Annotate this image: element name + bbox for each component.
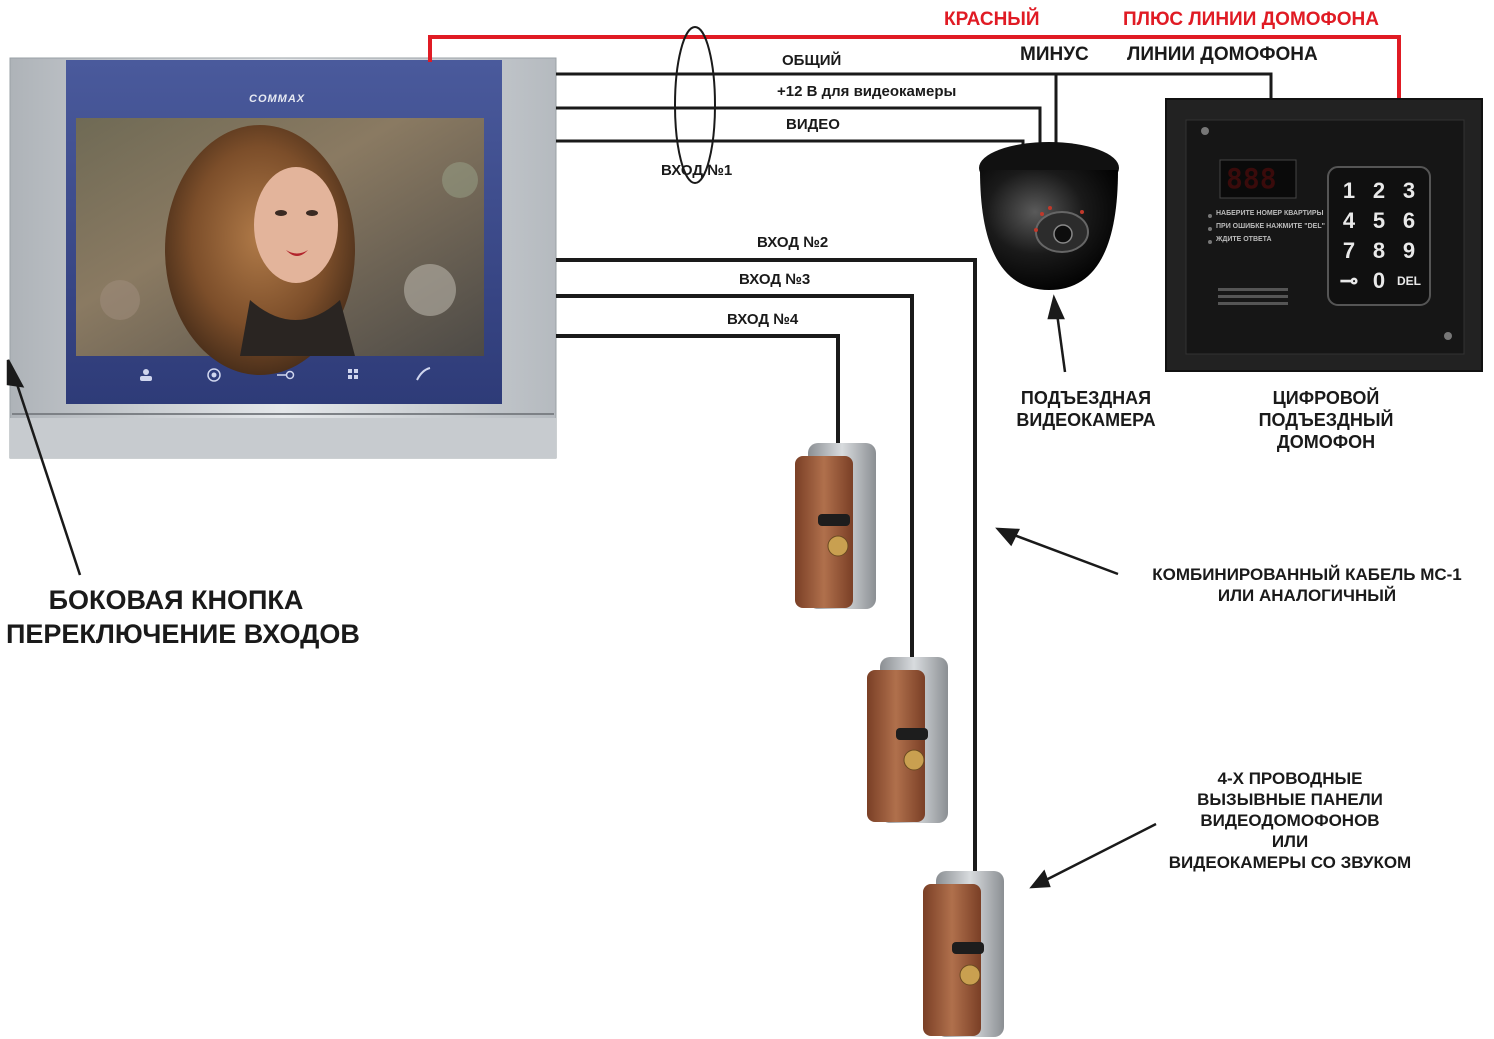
dome-camera [979,142,1119,290]
wire-common-label: ОБЩИЙ [782,52,842,69]
phone-icon[interactable] [416,367,431,381]
intercom-instruction-2: ПРИ ОШИБКЕ НАЖМИТЕ "DEL" [1216,223,1325,230]
intercom-key[interactable]: 7 [1342,238,1356,263]
wire-power-label: +12 В для видеокамеры [777,83,957,100]
panels-caption-line-3: ВИДЕОДОМОФОНОВ [1200,811,1380,830]
monitor-brand: COMMAX [249,93,306,105]
input2-label: ВХОД №2 [757,234,829,251]
minus-line-label: ЛИНИИ ДОМОФОНА [1127,44,1318,65]
red-plus-wire [428,35,1401,100]
camera-caption: ПОДЪЕЗДНАЯ ВИДЕОКАМЕРА [1000,387,1172,431]
side-button-caption-line-2: ПЕРЕКЛЮЧЕНИЕ ВХОДОВ [6,619,360,649]
camera-caption-line-2: ВИДЕОКАМЕРА [1016,410,1156,430]
circle-icon[interactable] [207,368,221,382]
wire-video-label: ВИДЕО [786,116,840,133]
red-word-label: КРАСНЫЙ [944,9,1040,30]
call-panel-1 [795,443,876,609]
intercom-display [1219,159,1297,199]
intercom-key[interactable]: 1 [1342,178,1356,203]
intercom-key[interactable]: 3 [1402,178,1416,203]
intercom-key[interactable]: 9 [1402,238,1416,263]
side-button-caption-line-1: БОКОВАЯ КНОПКА [48,585,304,615]
intercom-key[interactable]: 0 [1372,268,1386,293]
intercom-caption-line-3: ДОМОФОН [1276,432,1376,452]
panels-caption: 4-Х ПРОВОДНЫЕ ВЫЗЫВНЫЕ ПАНЕЛИ ВИДЕОДОМОФ… [1140,768,1440,873]
intercom-caption-line-1: ЦИФРОВОЙ [1272,388,1380,408]
intercom-key[interactable]: ⊸ [1339,268,1359,293]
panels-caption-line-4: ИЛИ [1271,832,1309,851]
intercom-key[interactable]: 4 [1342,208,1356,233]
intercom-key[interactable]: 2 [1372,178,1386,203]
screen-portrait [100,125,478,375]
cable-caption-line-2: ИЛИ АНАЛОГИЧНЫЙ [1217,586,1397,605]
video-monitor [9,57,557,459]
intercom-key[interactable]: DEL [1397,274,1421,288]
person-icon[interactable] [140,369,152,381]
call-panel-3 [923,871,1004,1037]
panels-caption-line-2: ВЫЗЫВНЫЕ ПАНЕЛИ [1197,790,1383,809]
digital-intercom [1165,98,1483,372]
intercom-display-text: 888 [1226,162,1277,195]
intercom-caption-line-2: ПОДЪЕЗДНЫЙ [1258,410,1394,430]
input1-bundle-marker [674,26,716,184]
call-panel-2 [867,657,948,823]
intercom-keypad[interactable] [1327,166,1431,306]
minus-word-label: МИНУС [1020,44,1089,65]
intercom-key[interactable]: 5 [1372,208,1386,233]
intercom-caption: ЦИФРОВОЙ ПОДЪЕЗДНЫЙ ДОМОФОН [1238,387,1414,453]
input3-label: ВХОД №3 [739,271,811,288]
camera-caption-line-1: ПОДЪЕЗДНАЯ [1020,388,1152,408]
monitor-buttons [140,367,431,382]
input1-label: ВХОД №1 [661,162,733,179]
intercom-instruction-1: НАБЕРИТЕ НОМЕР КВАРТИРЫ [1216,210,1324,217]
pointer-arrows [6,294,1157,889]
input4-label: ВХОД №4 [727,311,799,328]
grid-icon[interactable] [348,369,358,379]
key-icon[interactable] [277,370,295,380]
panel-wires [556,258,977,872]
intercom-instruction-3: ЖДИТЕ ОТВЕТА [1216,236,1272,243]
plus-line-label: ПЛЮС ЛИНИИ ДОМОФОНА [1123,9,1379,30]
intercom-key[interactable]: 8 [1372,238,1386,263]
cable-caption-line-1: КОМБИНИРОВАННЫЙ КАБЕЛЬ МС-1 [1152,565,1462,584]
panels-caption-line-1: 4-Х ПРОВОДНЫЕ [1217,769,1363,788]
cable-caption: КОМБИНИРОВАННЫЙ КАБЕЛЬ МС-1 ИЛИ АНАЛОГИЧ… [1126,564,1488,606]
intercom-key[interactable]: 6 [1402,208,1416,233]
panels-caption-line-5: ВИДЕОКАМЕРЫ СО ЗВУКОМ [1168,853,1412,872]
side-button-caption: БОКОВАЯ КНОПКА ПЕРЕКЛЮЧЕНИЕ ВХОДОВ [6,583,360,651]
